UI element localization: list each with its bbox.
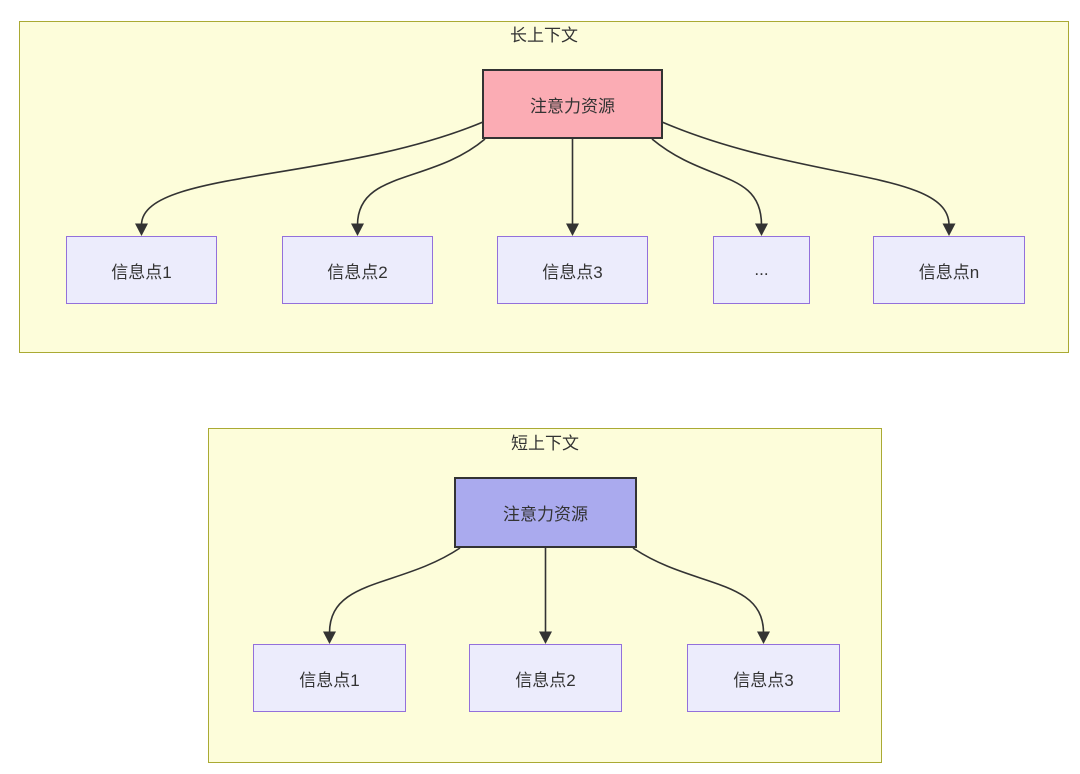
node-long-info-2: 信息点2 xyxy=(282,236,433,304)
node-attention-short: 注意力资源 xyxy=(454,477,637,548)
node-short-info-1: 信息点1 xyxy=(253,644,406,712)
node-attention-long: 注意力资源 xyxy=(482,69,663,139)
panel-long-title: 长上下文 xyxy=(510,26,578,45)
node-long-info-ellipsis: ... xyxy=(713,236,810,304)
node-short-info-3: 信息点3 xyxy=(687,644,840,712)
node-long-info-1: 信息点1 xyxy=(66,236,217,304)
node-long-info-3: 信息点3 xyxy=(497,236,648,304)
node-short-info-2: 信息点2 xyxy=(469,644,622,712)
node-long-info-n: 信息点n xyxy=(873,236,1025,304)
panel-short-title: 短上下文 xyxy=(511,434,579,453)
